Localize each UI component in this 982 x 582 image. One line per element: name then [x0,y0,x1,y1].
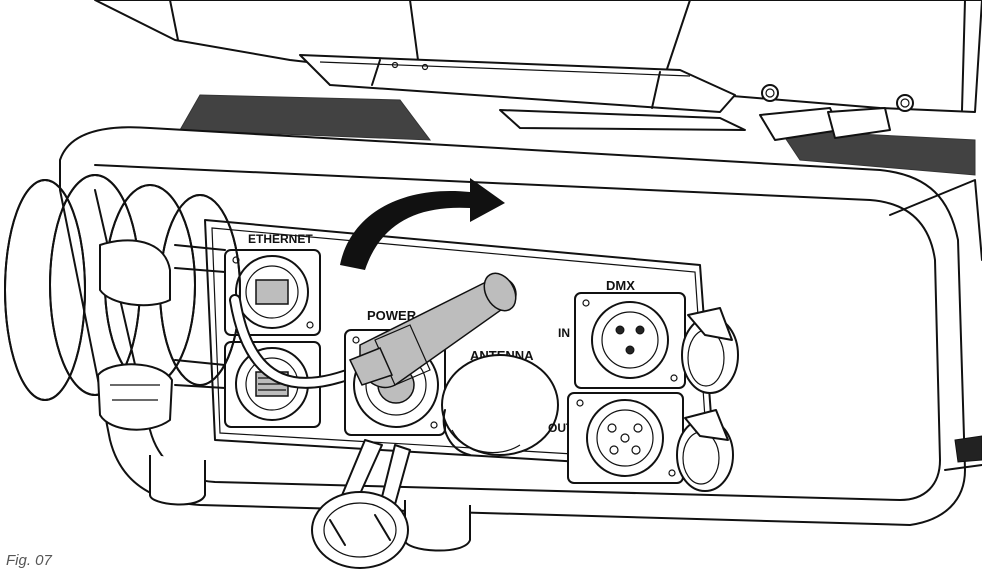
screw-icon [896,94,914,112]
ethernet-port-group: ETHERNET [224,232,321,428]
ethernet-port-2[interactable] [224,341,321,428]
figure-caption: Fig. 07 [6,552,52,569]
dmx-out-port[interactable] [567,392,734,492]
ethernet-label: ETHERNET [248,232,313,246]
dmx-in-port[interactable] [574,292,739,394]
ethernet-port-1[interactable] [224,249,321,336]
dmx-port-group: DMX IN OUT [548,278,739,492]
power-connector-group: POWER [311,268,522,569]
antenna-group: ANTENNA [441,348,559,456]
curved-arrow-clockwise-icon [340,178,505,270]
dmx-label: DMX [606,278,635,293]
lock-ring[interactable] [311,439,411,569]
power-plug-key[interactable] [348,268,522,389]
screw-icon [761,84,779,102]
power-label: POWER [367,308,417,323]
dmx-in-label: IN [558,326,570,340]
fixture-top-housing [94,0,982,176]
antenna-cap [441,354,559,456]
coiled-cable [4,174,366,431]
